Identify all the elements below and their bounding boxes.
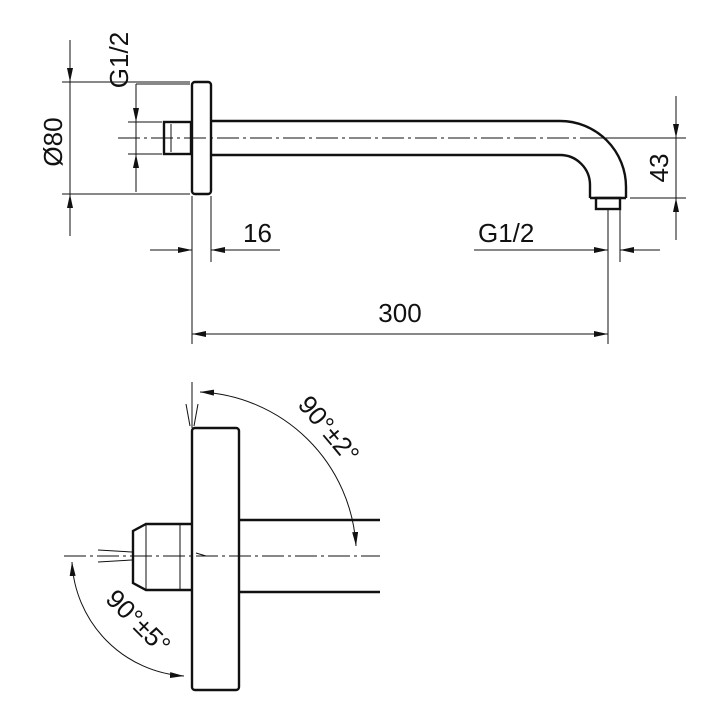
dim-length-label: 300 — [378, 298, 421, 328]
dim-drop-label: 43 — [644, 154, 674, 183]
side-flange — [190, 426, 241, 692]
side-nipple — [131, 522, 192, 592]
dim-inlet-thread-label: G1/2 — [104, 32, 134, 88]
side-view: 90°±2° 90°±5° — [64, 382, 380, 692]
angle-upper-label: 90°±2° — [292, 390, 365, 469]
outlet-nut — [594, 196, 622, 211]
arm-pipe — [211, 119, 628, 200]
dim-outlet-thread-label: G1/2 — [478, 218, 534, 248]
top-view: Ø80 G1/2 16 G1/2 300 43 — [38, 32, 686, 344]
angle-lower-label: 90°±5° — [100, 583, 177, 660]
dim-flange-depth-label: 16 — [243, 218, 272, 248]
dim-diameter-label: Ø80 — [38, 117, 68, 166]
